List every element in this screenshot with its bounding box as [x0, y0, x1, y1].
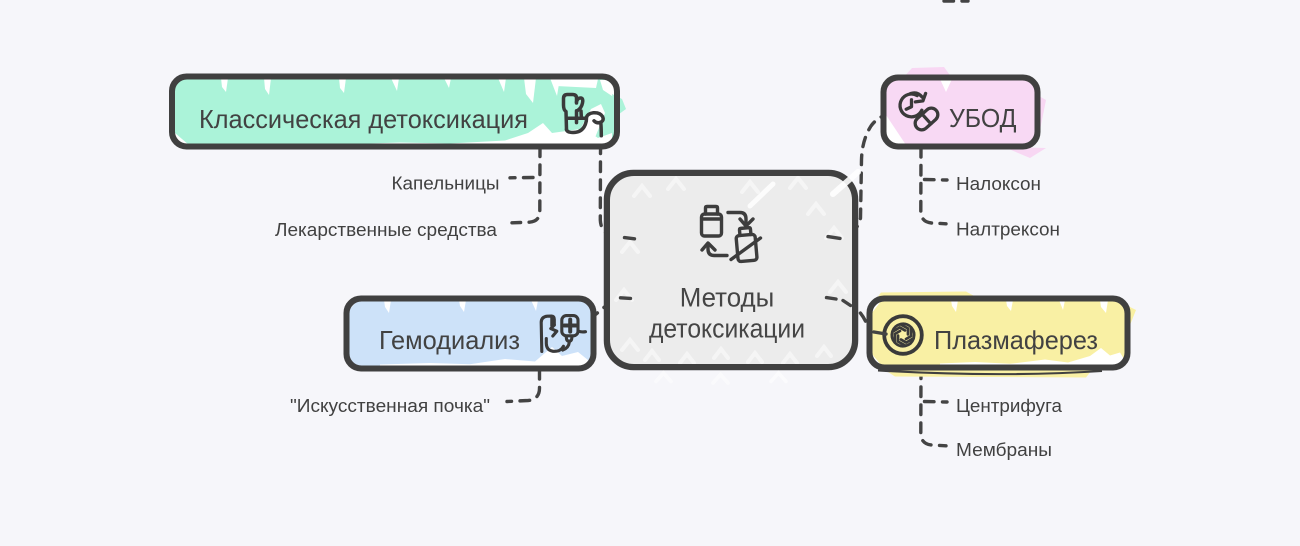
svg-text:детоксикации: детоксикации: [649, 314, 805, 344]
svg-text:Гемодиализ: Гемодиализ: [379, 325, 520, 355]
svg-text:Налоксон: Налоксон: [956, 174, 1041, 194]
svg-text:Капельницы: Капельницы: [392, 174, 500, 194]
svg-text:УБОД: УБОД: [949, 103, 1017, 133]
svg-text:Методы: Методы: [680, 283, 775, 313]
svg-text:Мембраны: Мембраны: [956, 440, 1052, 460]
svg-text:Классическая детоксикация: Классическая детоксикация: [199, 104, 528, 134]
svg-text:Плазмаферез: Плазмаферез: [934, 325, 1098, 355]
svg-text:"Искусственная почка": "Искусственная почка": [290, 396, 490, 416]
svg-text:Налтрексон: Налтрексон: [956, 220, 1060, 240]
svg-text:Лекарственные средства: Лекарственные средства: [275, 220, 498, 240]
svg-text:Центрифуга: Центрифуга: [956, 396, 1063, 416]
